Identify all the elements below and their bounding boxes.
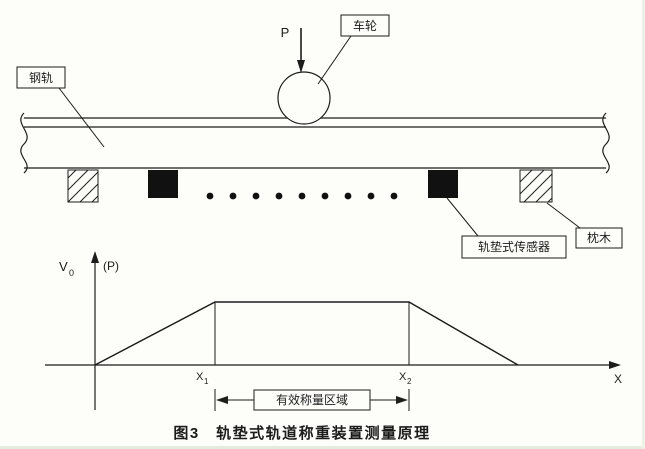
- sensor-dot: [229, 192, 237, 200]
- sensor-label-box: [461, 235, 567, 259]
- sleeper-right-hatch: [519, 169, 553, 203]
- x2-label-sub: 2: [407, 377, 412, 386]
- sensor-dot: [367, 192, 375, 200]
- sleeper-leader-line: [546, 202, 581, 229]
- sensor-dot: [275, 192, 283, 200]
- sensor-leader-line: [446, 197, 479, 237]
- labels: P 车轮 钢轨 轨垫式传感器 枕木 V 0 (P) X X 1 X 2 有效称量…: [29, 18, 622, 442]
- wheel-leader-line: [317, 35, 352, 85]
- sensor-label: 轨垫式传感器: [478, 239, 550, 254]
- x-axis-arrowhead: [609, 361, 621, 369]
- sleeper-label-box: [575, 227, 623, 249]
- wheel-label: 车轮: [353, 18, 377, 33]
- force-arrow-head: [297, 60, 305, 73]
- rail-break-left: [20, 112, 28, 174]
- y-axis-arrowhead: [91, 251, 99, 263]
- x2-label: X: [399, 371, 407, 383]
- sensor-dot: [298, 192, 306, 200]
- sensor-dot: [321, 192, 329, 200]
- response-curve: [94, 301, 519, 366]
- x1-label: X: [196, 371, 204, 383]
- x-axis-label: X: [614, 372, 622, 386]
- y-axis-label: V: [59, 259, 68, 274]
- region-label: 有效称量区域: [276, 392, 348, 407]
- sensor-dot: [252, 192, 260, 200]
- x1-label-sub: 1: [204, 377, 209, 386]
- rail-label: 钢轨: [29, 71, 53, 85]
- force-label: P: [281, 25, 290, 40]
- rail-label-box: [16, 66, 66, 89]
- sleeper-left-hatch: [67, 169, 99, 203]
- y-axis-label-sub: 0: [69, 268, 74, 278]
- sensor-dots: [206, 192, 398, 200]
- sleeper-right: [519, 169, 553, 203]
- region-label-box: [253, 389, 371, 411]
- sensor-dot: [344, 192, 352, 200]
- sleeper-left: [67, 169, 99, 203]
- region-arrow-left-head: [216, 396, 228, 404]
- region-arrow-right-head: [396, 396, 408, 404]
- sleeper-label: 枕木: [587, 230, 611, 245]
- wheel-label-box: [340, 14, 390, 37]
- linework: [16, 14, 623, 411]
- rail-leader-line: [58, 87, 105, 148]
- y-axis-alt-label: (P): [103, 259, 119, 273]
- sensor-block-left: [148, 170, 178, 198]
- figure-caption: 图3 轨垫式轨道称重装置测量原理: [173, 424, 430, 442]
- rail-break-right: [602, 112, 610, 174]
- sensor-dot: [390, 192, 398, 200]
- sensor-block-right: [428, 170, 458, 198]
- wheel: [277, 71, 331, 125]
- sensor-dot: [206, 192, 214, 200]
